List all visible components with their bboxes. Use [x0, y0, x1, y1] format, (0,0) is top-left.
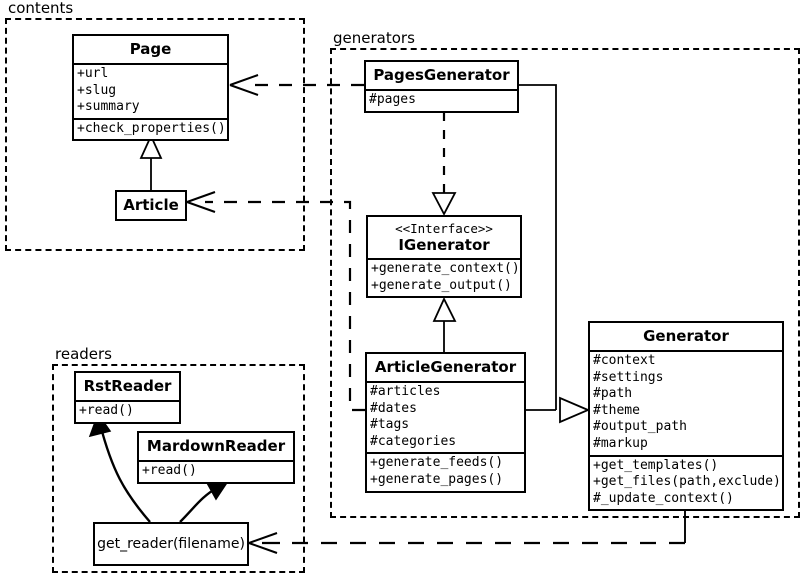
attribute: #theme	[593, 402, 640, 418]
class-operations-rstreader: +read()	[76, 400, 179, 422]
class-operations-articlegenerator: +generate_feeds() +generate_pages()	[367, 452, 524, 490]
contents-package-label: contents	[6, 0, 76, 17]
attribute: #context	[593, 353, 656, 368]
function-label-get-reader: get_reader(filename)	[97, 536, 245, 552]
class-attributes-page: +url +slug +summary	[74, 63, 227, 118]
operation: +generate_pages()	[370, 471, 504, 487]
attribute: #pages	[369, 92, 416, 107]
function-box-get-reader[interactable]: get_reader(filename)	[93, 522, 249, 566]
operation: +read()	[142, 463, 197, 478]
attribute: #output_path	[593, 419, 687, 435]
operation: +read()	[79, 403, 134, 418]
class-box-page[interactable]: Page +url +slug +summary +check_properti…	[72, 34, 229, 142]
attribute: #markup	[593, 435, 648, 451]
class-name-igenerator: IGenerator	[398, 236, 490, 254]
operation: #_update_context()	[593, 490, 734, 506]
class-box-articlegenerator[interactable]: ArticleGenerator #articles #dates #tags …	[365, 352, 526, 493]
class-operations-mardownreader: +read()	[139, 460, 293, 482]
attribute: #path	[593, 386, 633, 402]
class-box-generator[interactable]: Generator #context #settings #path #them…	[588, 321, 784, 512]
class-name-mardownreader: MardownReader	[146, 437, 286, 455]
attribute: +summary	[77, 99, 140, 115]
attribute: #tags	[370, 417, 410, 433]
class-attributes-pagesgenerator: #pages	[366, 89, 517, 111]
class-name-igenerator-block: <<Interface>> IGenerator	[368, 217, 520, 258]
readers-package-label: readers	[53, 345, 114, 363]
class-name-rstreader: RstReader	[83, 377, 172, 395]
class-box-mardownreader[interactable]: MardownReader +read()	[137, 431, 295, 484]
attribute: #settings	[593, 369, 664, 385]
class-attributes-articlegenerator: #articles #dates #tags #categories	[367, 381, 524, 452]
attribute: +url	[77, 66, 109, 81]
attribute: #categories	[370, 433, 457, 449]
operation: +get_files(path,exclude)	[593, 474, 781, 490]
class-name-page: Page	[129, 40, 172, 58]
contents-package-frame	[5, 18, 305, 251]
class-box-pagesgenerator[interactable]: PagesGenerator #pages	[364, 60, 519, 113]
readers-package-frame	[52, 364, 305, 573]
class-operations-igenerator: +generate_context() +generate_output()	[368, 258, 520, 296]
operation: +check_properties()	[77, 120, 226, 136]
class-name-articlegenerator: ArticleGenerator	[374, 358, 517, 376]
generators-package-label: generators	[331, 29, 417, 47]
class-name-pagesgenerator: PagesGenerator	[373, 66, 510, 84]
attribute: #dates	[370, 400, 417, 416]
class-name-generator: Generator	[643, 327, 729, 345]
class-box-rstreader[interactable]: RstReader +read()	[74, 371, 181, 424]
attribute: +slug	[77, 82, 117, 98]
operation: +generate_output()	[371, 277, 512, 293]
class-attributes-generator: #context #settings #path #theme #output_…	[590, 350, 782, 455]
operation: +generate_context()	[371, 261, 520, 276]
class-stereotype-igenerator: <<Interface>>	[395, 221, 493, 236]
class-box-article[interactable]: Article	[115, 190, 187, 221]
class-operations-generator: +get_templates() +get_files(path,exclude…	[590, 454, 782, 510]
operation: +get_templates()	[593, 457, 719, 473]
class-box-igenerator[interactable]: <<Interface>> IGenerator +generate_conte…	[366, 215, 522, 299]
operation: +generate_feeds()	[370, 455, 504, 471]
class-name-article: Article	[123, 196, 179, 214]
class-operations-page: +check_properties()	[74, 117, 227, 140]
attribute: #articles	[370, 384, 441, 399]
